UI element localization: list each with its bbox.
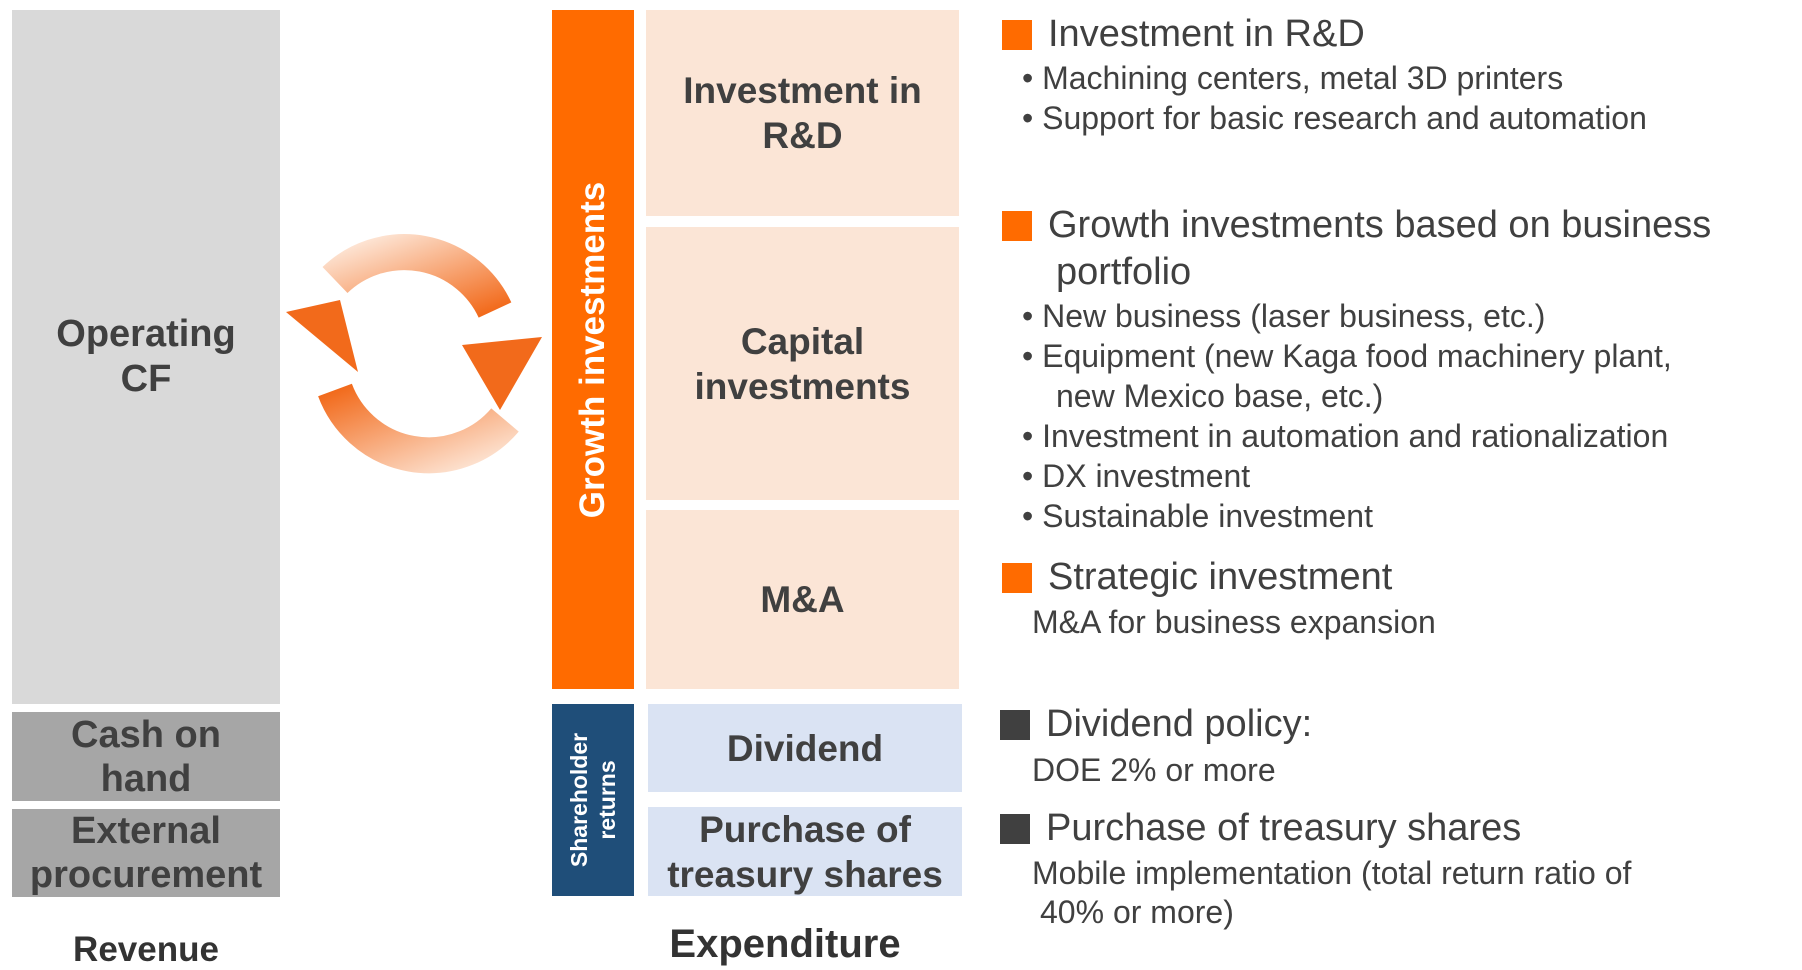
expenditure-label: Expenditure (669, 921, 901, 966)
operating-cf-line2: CF (120, 358, 172, 400)
strategic-heading: Strategic investment (1048, 556, 1393, 598)
growth-item-4: • Investment in automation and rationali… (1022, 418, 1669, 454)
treasury-line1: Purchase of (699, 808, 911, 850)
strategic-text: M&A for business expansion (1032, 604, 1436, 640)
dividend-text: DOE 2% or more (1032, 752, 1276, 788)
growth-item-1: • New business (laser business, etc.) (1022, 298, 1546, 334)
treasury-heading: Purchase of treasury shares (1046, 807, 1522, 849)
rd-item-2: • Support for basic research and automat… (1022, 100, 1647, 136)
growth-heading-line2: portfolio (1056, 251, 1192, 293)
growth-item-3: new Mexico base, etc.) (1056, 378, 1384, 414)
ext-line2: procurement (29, 854, 263, 896)
growth-heading-line1: Growth investments based on business (1048, 204, 1712, 246)
ma-box: M&A (646, 510, 959, 689)
orange-square-icon (1002, 563, 1032, 593)
ma-label: M&A (760, 579, 845, 620)
revenue-label: Revenue (73, 930, 219, 969)
shareholder-line2: returns (594, 760, 620, 840)
cash-line1: Cash on (71, 713, 221, 756)
shareholder-line1: Shareholder (566, 732, 592, 868)
growth-investments-bar: Growth investments (552, 10, 634, 689)
capital-line1: Capital (740, 320, 865, 362)
growth-investments-label: Growth investments (573, 181, 613, 518)
growth-item-2: • Equipment (new Kaga food machinery pla… (1022, 338, 1672, 374)
rd-line1: Investment in (683, 70, 922, 111)
dividend-heading: Dividend policy: (1046, 703, 1313, 745)
dark-square-icon (1000, 710, 1030, 740)
cash-line2: hand (100, 757, 192, 800)
dividend-box: Dividend (648, 704, 962, 792)
rd-line2: R&D (762, 115, 843, 156)
ext-line1: External (71, 810, 221, 852)
circular-arrows-icon (286, 234, 542, 474)
growth-item-5: • DX investment (1022, 458, 1251, 494)
orange-square-icon (1002, 211, 1032, 241)
dividend-label: Dividend (726, 727, 884, 769)
growth-item-6: • Sustainable investment (1022, 498, 1373, 534)
rd-heading: Investment in R&D (1048, 13, 1365, 55)
treasury-line2: treasury shares (667, 853, 943, 895)
operating-cf-line1: Operating (56, 313, 236, 355)
capital-line2: investments (694, 365, 911, 407)
orange-square-icon (1002, 20, 1032, 50)
treasury-text-line1: Mobile implementation (total return rati… (1032, 855, 1632, 891)
rd-item-1: • Machining centers, metal 3D printers (1022, 60, 1564, 96)
treasury-text-line2: 40% or more) (1040, 894, 1234, 930)
dark-square-icon (1000, 814, 1030, 844)
